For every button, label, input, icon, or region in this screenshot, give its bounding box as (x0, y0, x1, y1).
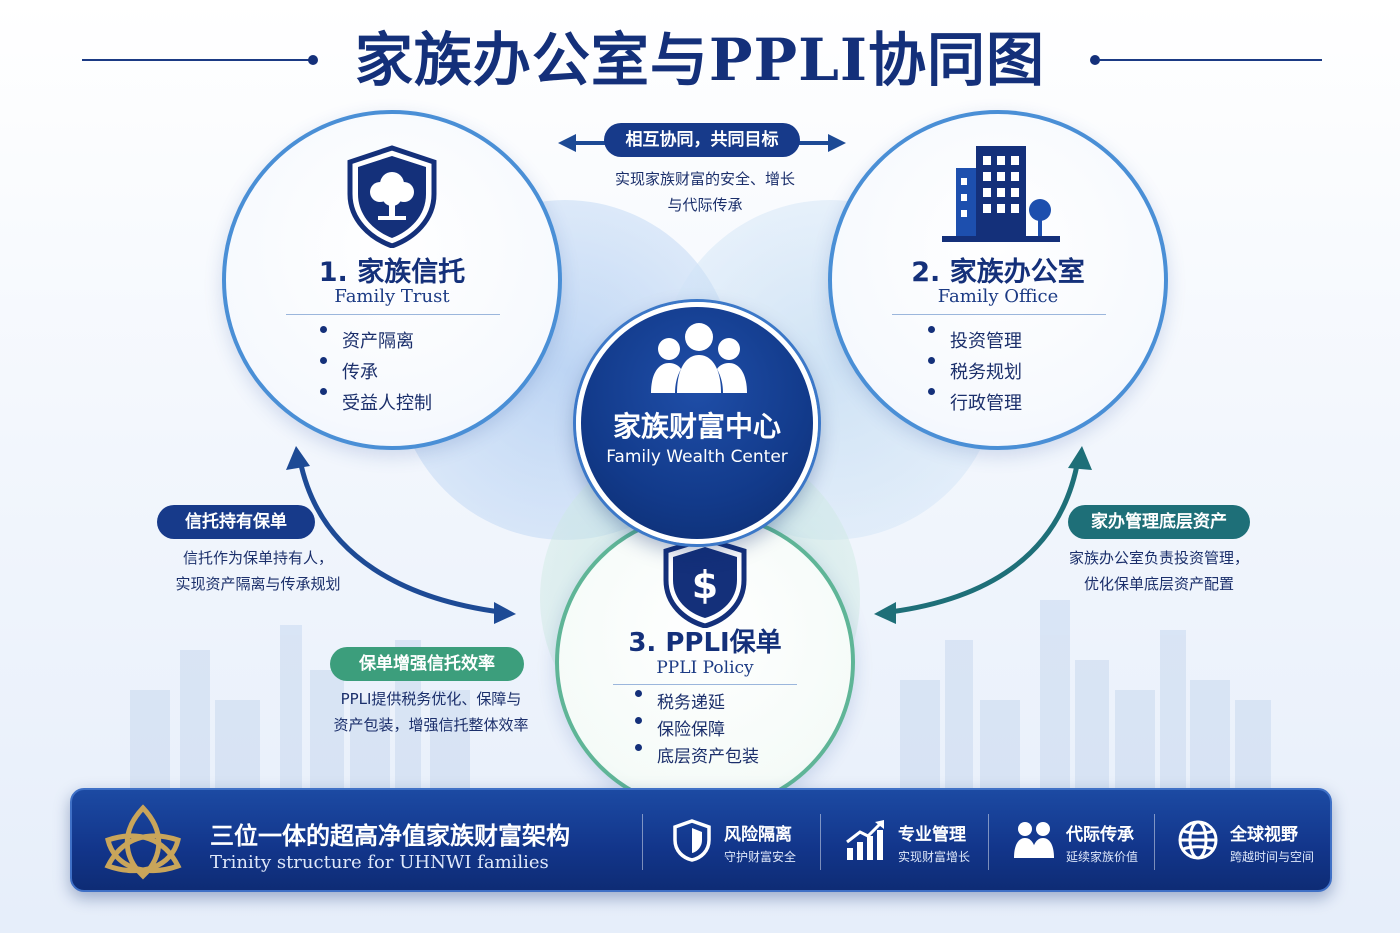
svg-text:$: $ (692, 563, 718, 607)
ppli-policy-circle: $ 3. PPLI保单 PPLI Policy 税务递延 保险保障 底层资产包装 (555, 512, 855, 812)
family-trust-circle: 1. 家族信托 Family Trust 资产隔离 传承 受益人控制 (222, 110, 562, 450)
bar-divider (988, 814, 989, 870)
list-item: 税务规划 (924, 357, 1022, 388)
building-icon (942, 146, 1060, 242)
feature-global-vision: 全球视野 跨越时间与空间 (1176, 814, 1326, 874)
note-line: 实现资产隔离与传承规划 (175, 575, 341, 593)
city-skyline (130, 600, 1271, 790)
bar-divider (820, 814, 821, 870)
people-icon (651, 323, 747, 393)
trust-divider (286, 314, 500, 315)
office-list: 投资管理 税务规划 行政管理 (924, 326, 1022, 419)
feature-label: 全球视野 (1230, 825, 1298, 845)
bar-title: 三位一体的超高净值家族财富架构 (210, 822, 570, 850)
title-area: 家族办公室与PPLI协同图 (0, 18, 1400, 108)
list-item: 行政管理 (924, 388, 1022, 419)
bar-divider (1154, 814, 1155, 870)
feature-label: 专业管理 (898, 825, 966, 845)
growth-chart-icon (846, 820, 884, 860)
trinity-knot-icon (104, 804, 182, 880)
ppli-title: 3. PPLI保单 (628, 628, 782, 658)
feature-sub: 延续家族价值 (1066, 850, 1139, 864)
note-line: 信托作为保单持有人， (182, 549, 333, 567)
list-item: 传承 (316, 357, 432, 388)
trust-holds-policy-pill: 信托持有保单 (157, 505, 315, 539)
feature-succession: 代际传承 延续家族价值 (1012, 814, 1162, 874)
office-manages-assets-note: 家族办公室负责投资管理， 优化保单底层资产配置 (1034, 545, 1284, 597)
office-divider (892, 314, 1106, 315)
feature-label: 代际传承 (1066, 825, 1134, 845)
hub-title: 家族财富中心 (612, 410, 781, 443)
ppli-list: 税务递延 保险保障 底层资产包装 (631, 690, 759, 771)
note-line: 家族办公室负责投资管理， (1068, 549, 1249, 567)
list-item: 保险保障 (631, 717, 759, 744)
family-icon (1014, 822, 1054, 858)
globe-icon (1178, 820, 1218, 860)
bar-divider (642, 814, 643, 870)
policy-boosts-trust-note: PPLI提供税务优化、保障与 资产包装，增强信托整体效率 (300, 686, 562, 738)
list-item: 税务递延 (631, 690, 759, 717)
feature-pro-management: 专业管理 实现财富增长 (844, 814, 994, 874)
ppli-subtitle: PPLI Policy (656, 658, 754, 678)
list-item: 资产隔离 (316, 326, 432, 357)
title-rule-right (1098, 59, 1322, 61)
title-dot-right (1090, 55, 1100, 65)
trust-ppli-arrow (286, 446, 516, 624)
bar-subtitle: Trinity structure for UHNWI families (210, 852, 549, 873)
feature-sub: 跨越时间与空间 (1230, 850, 1315, 864)
top-link-note: 实现家族财富的安全、增长 与代际传承 (560, 166, 850, 218)
title-dot-left (308, 55, 318, 65)
policy-boosts-trust-pill: 保单增强信托效率 (330, 647, 524, 681)
ppli-divider (613, 684, 797, 685)
hub-subtitle: Family Wealth Center (606, 447, 788, 467)
family-office-circle: 2. 家族办公室 Family Office 投资管理 税务规划 行政管理 (828, 110, 1168, 450)
office-manages-assets-pill: 家办管理底层资产 (1068, 505, 1250, 539)
dollar-shield-icon: $ (663, 536, 747, 628)
note-line: 优化保单底层资产配置 (1083, 575, 1234, 593)
trust-title: 1. 家族信托 (318, 257, 466, 288)
trust-holds-policy-note: 信托作为保单持有人， 实现资产隔离与传承规划 (120, 545, 396, 597)
note-line: 资产包装，增强信托整体效率 (333, 716, 529, 734)
trinity-structure-bar: 三位一体的超高净值家族财富架构 Trinity structure for UH… (70, 788, 1332, 892)
office-title: 2. 家族办公室 (911, 257, 1085, 288)
office-subtitle: Family Office (937, 286, 1059, 307)
top-link-note-line: 与代际传承 (667, 196, 743, 214)
list-item: 底层资产包装 (631, 744, 759, 771)
title-rule-left (82, 59, 312, 61)
trust-list: 资产隔离 传承 受益人控制 (316, 326, 432, 419)
page-title: 家族办公室与PPLI协同图 (354, 26, 1046, 94)
office-ppli-arrow (874, 446, 1092, 624)
note-line: PPLI提供税务优化、保障与 (340, 690, 522, 708)
feature-risk-isolation: 风险隔离 守护财富安全 (670, 814, 820, 874)
list-item: 受益人控制 (316, 388, 432, 419)
tree-shield-icon (347, 145, 437, 248)
top-link-note-line: 实现家族财富的安全、增长 (614, 170, 795, 188)
list-item: 投资管理 (924, 326, 1022, 357)
feature-sub: 守护财富安全 (724, 850, 797, 864)
family-wealth-center-hub: 家族财富中心 Family Wealth Center (576, 302, 818, 544)
top-link-pill: 相互协同，共同目标 (604, 123, 800, 157)
feature-label: 风险隔离 (724, 825, 792, 845)
trust-subtitle: Family Trust (334, 286, 450, 307)
feature-sub: 实现财富增长 (898, 850, 971, 864)
shield-icon (673, 819, 711, 862)
